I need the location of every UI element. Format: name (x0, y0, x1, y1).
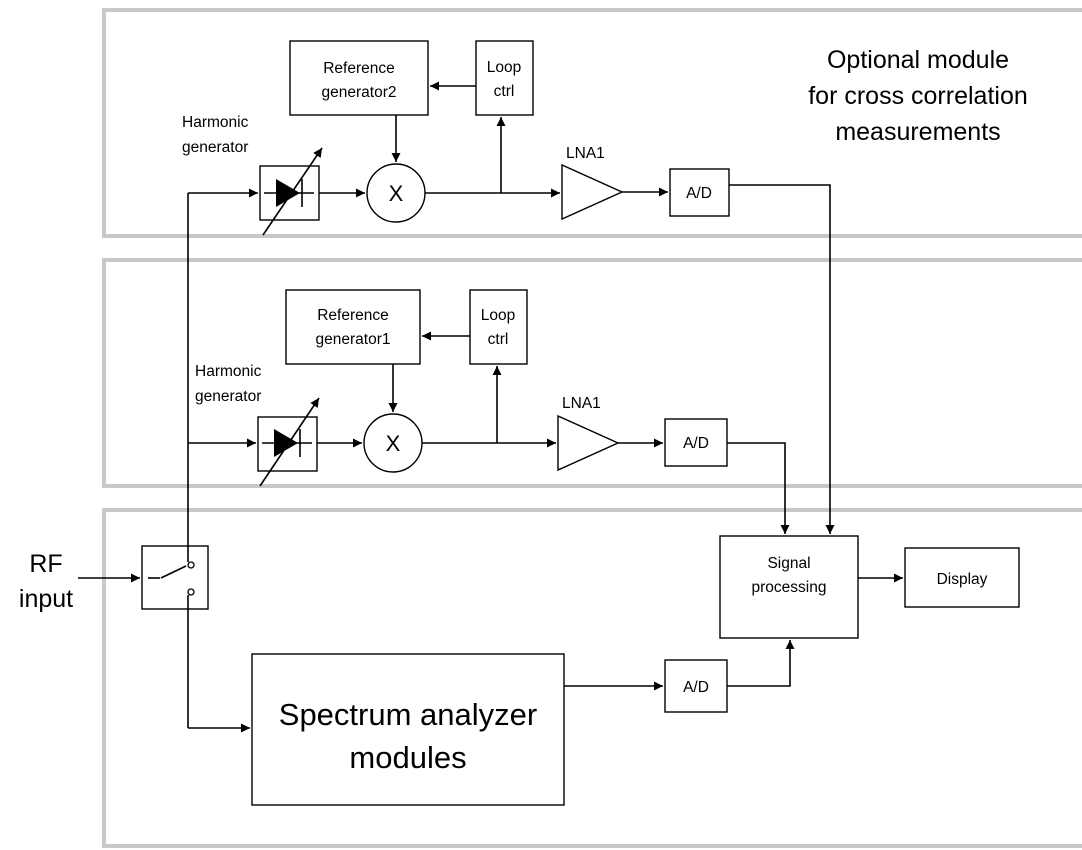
reference-generator1-label-line2: generator1 (316, 331, 391, 348)
reference-generator2-block (289, 40, 429, 116)
harmonic-generator-mid-label-line2: generator (195, 388, 261, 405)
harmonic-generator-top-label-line2: generator (182, 139, 248, 156)
signal-processing-label-line2: processing (752, 579, 827, 596)
lna-top-label: LNA1 (566, 145, 605, 162)
adc-bottom-label: A/D (683, 679, 709, 696)
reference-generator2-label-line2: generator2 (322, 84, 397, 101)
rf-input-label-line1: RF (29, 550, 62, 578)
loop-ctrl-mid-label-line1: Loop (481, 307, 515, 324)
adc-mid-block (664, 418, 728, 467)
middle-chain: Reference generator1 Loop ctrl Harmonic … (188, 289, 790, 534)
harmonic-generator-mid-label-line1: Harmonic (195, 363, 262, 380)
loop-ctrl-top-block (475, 40, 534, 116)
optional-module-title-line1: Optional module (827, 46, 1009, 74)
optional-module-title-line3: measurements (835, 118, 1000, 146)
loop-ctrl-mid-block (469, 289, 528, 365)
rf-input-label-line2: input (19, 585, 73, 613)
signal-processing-block (719, 535, 859, 639)
adc-mid-label: A/D (683, 435, 709, 452)
loop-ctrl-top-label-line1: Loop (487, 59, 521, 76)
display-label: Display (937, 571, 988, 588)
optional-module-title-line2: for cross correlation (808, 82, 1028, 110)
harmonic-generator-mid-icon (257, 397, 320, 487)
adc-top-label: A/D (686, 185, 712, 202)
loop-ctrl-top-label-line2: ctrl (494, 83, 515, 100)
lna-top-icon (561, 163, 624, 221)
signal-processing-label-line1: Signal (767, 555, 810, 572)
harmonic-generator-top-icon (259, 147, 323, 236)
rf-switch-icon (141, 545, 209, 610)
display-block (904, 547, 1020, 608)
lna-mid-icon (557, 414, 620, 472)
lna-mid-label: LNA1 (562, 395, 601, 412)
reference-generator1-block (285, 289, 421, 365)
mixer-mid-symbol: X (386, 431, 401, 456)
spectrum-analyzer-block (251, 653, 565, 806)
top-chain: Reference generator2 Loop ctrl Harmonic … (182, 40, 835, 534)
adc-top-block (669, 168, 730, 217)
bottom-section: RF input Spectrum analyzer modules A/D S… (19, 193, 1020, 806)
loop-ctrl-mid-label-line2: ctrl (488, 331, 509, 348)
reference-generator2-label-line1: Reference (323, 60, 395, 77)
mixer-top-symbol: X (389, 181, 404, 206)
reference-generator1-label-line1: Reference (317, 307, 389, 324)
harmonic-generator-top-label-line1: Harmonic (182, 114, 249, 131)
spectrum-analyzer-label-line1: Spectrum analyzer (279, 697, 537, 732)
spectrum-analyzer-label-line2: modules (349, 740, 466, 775)
